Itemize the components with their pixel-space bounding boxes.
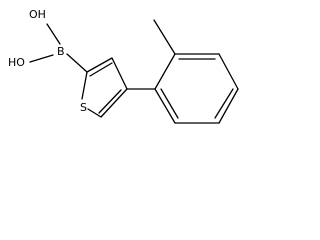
bond-b-oh-top <box>46 23 61 45</box>
bond-ar6-ar1 <box>154 88 176 124</box>
bond-b-oh-bottom <box>29 54 54 63</box>
bond-ar3-ar4 <box>218 53 239 90</box>
bond-c4-c5-inner <box>98 89 122 114</box>
bond-c2-c3-inner <box>89 62 113 77</box>
bond-ar4-ar5 <box>218 88 239 124</box>
molecule-diagram: OH HO B S <box>8 8 239 124</box>
bond-c3-c4 <box>111 57 128 90</box>
bond-b-c2 <box>66 53 88 73</box>
bond-c2-c3 <box>86 57 113 73</box>
bond-c4-c5 <box>100 88 128 118</box>
bond-ar1-ar2 <box>154 53 176 90</box>
atom-ho-bottom: HO <box>8 56 25 69</box>
atom-sulfur: S <box>80 101 87 114</box>
bond-s-c2 <box>81 71 88 100</box>
bond-ar6-ar1-inner <box>160 88 179 119</box>
atom-boron: B <box>57 45 65 58</box>
bond-ar4-ar5-inner <box>214 88 234 119</box>
atom-oh-top: OH <box>29 8 46 21</box>
bond-c5-s <box>87 108 102 118</box>
bond-methyl <box>153 19 176 55</box>
